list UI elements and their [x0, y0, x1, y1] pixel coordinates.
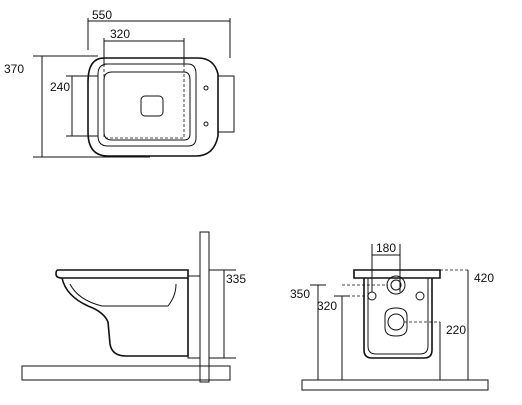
fixing-hole-upper: [203, 85, 209, 91]
front-view: 180 350 320 220 420: [290, 241, 494, 391]
pan-outline-top: [87, 57, 219, 157]
drain-opening-top: [140, 95, 164, 117]
bowl-side: [61, 277, 189, 357]
dim-label-550: 550: [92, 8, 112, 22]
dim-label-180: 180: [376, 241, 396, 255]
pan-back-front: [363, 278, 433, 359]
dim-label-350: 350: [290, 287, 310, 301]
dim-label-320-front: 320: [317, 299, 337, 313]
bowl-rim-top: [97, 63, 197, 147]
bowl-inner-top: [103, 71, 191, 141]
dim-label-240: 240: [50, 80, 70, 94]
wall-side: [199, 231, 210, 383]
dim-label-220: 220: [446, 323, 466, 337]
dim-label-370: 370: [4, 62, 24, 76]
pan-inner-front: [367, 278, 429, 355]
fixing-hole-left: [367, 291, 377, 301]
fixing-hole-lower: [203, 121, 209, 127]
top-view: 550 320 370 240: [4, 8, 235, 158]
bowl-inner-side: [69, 283, 177, 307]
floor-side: [21, 365, 231, 381]
wall-bracket-top: [218, 75, 235, 133]
side-view: 335: [21, 231, 246, 383]
waste-outlet: [384, 307, 408, 337]
bowl-dashed-outline: [103, 63, 185, 139]
seat-front: [353, 269, 441, 279]
floor-front: [301, 379, 489, 391]
waste-outlet-inner: [387, 313, 405, 331]
water-inlet-inner: [390, 279, 402, 291]
seat-side: [55, 269, 189, 279]
dim-label-320: 320: [110, 27, 130, 41]
dim-label-335: 335: [226, 272, 246, 286]
dim-label-420: 420: [474, 271, 494, 285]
fixing-hole-right: [415, 291, 425, 301]
mount-bracket-side: [187, 275, 201, 359]
